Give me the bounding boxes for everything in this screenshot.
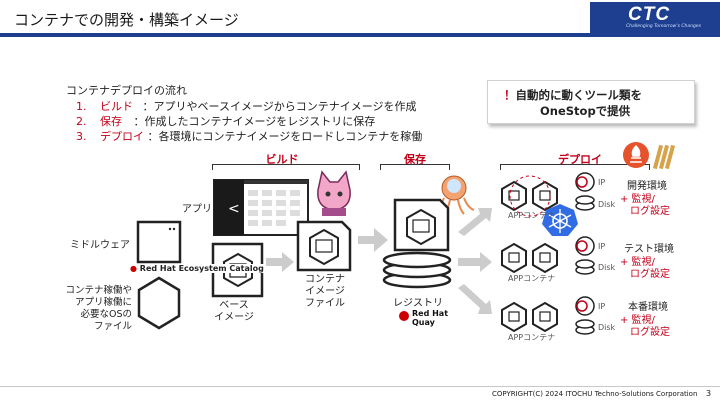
app-label: アプリ (182, 204, 212, 215)
registry-file-icon (393, 198, 450, 252)
step-name: ビルド (100, 100, 133, 113)
arrow-icon (458, 284, 492, 314)
log-tool-icon (652, 144, 676, 170)
ip-label: IP (598, 242, 606, 251)
section-store-label: 保存 (404, 153, 426, 166)
disk-label: Disk (598, 323, 616, 332)
header-rule (0, 33, 720, 37)
ip-disk-env2 (575, 236, 595, 275)
section-store-bar (380, 164, 450, 165)
step-name: 保存 (100, 115, 122, 128)
callout-line-1: ！自動的に動くツール類を (504, 88, 642, 102)
callout-line-2: OneStopで提供 (540, 104, 631, 118)
env-monitor-dev: + 監視/ (620, 194, 655, 205)
env-monitor-test: + 監視/ (620, 257, 655, 268)
app-container-pair-env1 (501, 175, 558, 217)
arrow-icon (266, 252, 294, 272)
page-title: コンテナでの開発・構築イメージ (14, 11, 239, 29)
middleware-label: ミドルウェア (70, 240, 130, 251)
os-label: コンテナ稼働や アプリ稼働に 必要なOSの ファイル (65, 285, 132, 332)
app-container-label: APPコンテナ (508, 274, 556, 283)
disk-label: Disk (598, 263, 616, 272)
quay-octopus-icon (433, 175, 475, 215)
registry-storage-icon (382, 251, 452, 289)
copyright-text: COPYRIGHT(C) 2024 ITOCHU Techno-Solution… (492, 390, 698, 398)
app-container-pair-env3 (501, 301, 558, 333)
ip-label: IP (598, 178, 606, 187)
step-number: 3. (76, 130, 87, 143)
intro-step-3: 3. デプロイ ：各環境にコンテナイメージをロードしコンテナを稼働 (76, 128, 422, 144)
app-container-label: APPコンテナ (508, 211, 556, 220)
step-number: 1. (76, 100, 87, 113)
app-container-pair-env2 (501, 242, 558, 274)
env-title-dev: 開発環境 (627, 181, 667, 192)
ip-disk-env3 (575, 296, 595, 335)
app-screenshot-icon: < (213, 179, 309, 236)
prometheus-icon (623, 142, 649, 168)
step-text: ：アプリやベースイメージからコンテナイメージを作成 (142, 100, 417, 113)
section-deploy-label: デプロイ (558, 153, 602, 166)
arrow-icon (358, 228, 388, 252)
step-number: 2. (76, 115, 87, 128)
svg-text:<: < (228, 201, 240, 217)
intro-step-1: 1. ビルド ：アプリやベースイメージからコンテナイメージを作成 (76, 98, 417, 114)
redhat-logo-icon (399, 311, 409, 321)
step-text: ：各環境にコンテナイメージをロードしコンテナを稼働 (147, 130, 423, 143)
redhat-logo-icon: ● (130, 264, 137, 273)
quay-brand: Red Hat Quay (412, 309, 449, 327)
ip-label: IP (598, 302, 606, 311)
env-log-test: ログ設定 (630, 269, 670, 280)
env-log-dev: ログ設定 (630, 206, 670, 217)
section-build-bar (212, 164, 360, 165)
base-image-label: ベース イメージ (214, 300, 254, 323)
registry-label: レジストリ (393, 298, 443, 309)
catalog-label: ● Red Hat Ecosystem Catalog (128, 264, 266, 273)
step-name: デプロイ (100, 130, 144, 143)
env-log-prod: ログ設定 (630, 327, 670, 338)
intro-heading: コンテナデプロイの流れ (66, 84, 187, 97)
env-title-prod: 本番環境 (628, 302, 668, 313)
arrow-icon (458, 208, 492, 236)
ctc-logo (590, 2, 720, 33)
disk-label: Disk (598, 200, 616, 209)
os-hexagon-icon (137, 276, 181, 330)
env-title-test: テスト環境 (624, 244, 674, 255)
app-container-label: APPコンテナ (508, 333, 556, 342)
step-text: ：作成したコンテナイメージをレジストリに保存 (133, 115, 376, 128)
cat-mascot-icon (317, 170, 351, 216)
section-build-label: ビルド (265, 153, 299, 166)
callout-box (487, 80, 695, 124)
middleware-document-icon (136, 220, 182, 264)
intro-step-2: 2. 保存 ：作成したコンテナイメージをレジストリに保存 (76, 113, 375, 129)
kubernetes-icon (542, 204, 578, 236)
page-number: 3 (706, 389, 712, 398)
ip-disk-env1 (575, 172, 595, 211)
arrow-icon (458, 252, 492, 272)
exclamation-icon: ！ (504, 88, 516, 102)
container-image-file-icon (296, 220, 352, 272)
section-deploy-bar (500, 164, 650, 165)
env-monitor-prod: + 監視/ (620, 315, 655, 326)
ctc-logo-text: CTC (628, 4, 671, 25)
ctc-logo-tagline: Challenging Tomorrow's Changes (626, 24, 701, 29)
footer-rule (0, 386, 720, 387)
container-image-label: コンテナ イメージ ファイル (305, 274, 345, 309)
